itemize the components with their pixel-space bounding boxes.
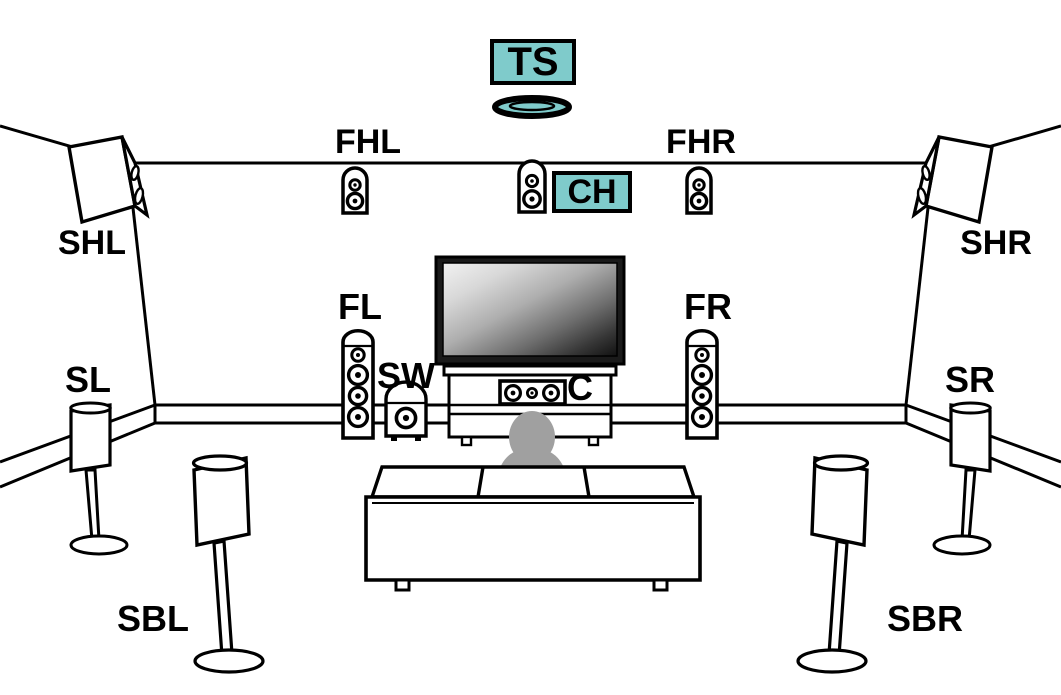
sl-cabinet-body bbox=[69, 403, 112, 473]
speaker-fhl bbox=[341, 166, 369, 215]
ch-label-text: CH bbox=[567, 173, 616, 211]
sbl-stand-pole bbox=[212, 539, 234, 658]
c-tweeter-center-dot bbox=[530, 391, 534, 395]
sofa-cushion-divider-right bbox=[582, 466, 591, 498]
sr-stand-base bbox=[932, 534, 992, 556]
sl-cabinet-top bbox=[69, 401, 112, 415]
shl-driver-top bbox=[130, 164, 140, 182]
cabinet-foot-right bbox=[587, 435, 600, 447]
shl-label: SHL bbox=[58, 224, 126, 262]
fr-driver-2-dot bbox=[699, 372, 705, 378]
speaker-fl bbox=[341, 329, 375, 440]
sw-driver-dot bbox=[402, 414, 410, 422]
ch-tweeter-dot bbox=[530, 179, 534, 183]
shr-driver-bottom bbox=[916, 186, 928, 206]
sr-cabinet-top bbox=[949, 401, 992, 415]
shr-driver-top bbox=[921, 164, 931, 182]
person-head bbox=[509, 411, 555, 463]
sofa-foot-right bbox=[652, 578, 669, 592]
shl-driver-bottom bbox=[133, 186, 145, 206]
sofa-body bbox=[364, 495, 702, 582]
sofa-foot-left bbox=[394, 578, 411, 592]
fl-driver-4-dot bbox=[355, 414, 361, 420]
sbr-stand-base bbox=[796, 648, 868, 674]
ts-label-text: TS bbox=[507, 40, 558, 84]
sl-label: SL bbox=[65, 359, 111, 400]
sl-stand-pole bbox=[84, 468, 101, 542]
speaker-sbr bbox=[796, 454, 870, 674]
sr-cabinet-body bbox=[949, 403, 992, 473]
fhl-label: FHL bbox=[335, 123, 401, 161]
fr-tweeter-dot bbox=[700, 353, 704, 357]
speaker-sbl bbox=[191, 454, 265, 674]
sbr-cabinet-top bbox=[812, 454, 870, 472]
fhl-tweeter-dot bbox=[353, 183, 357, 187]
television bbox=[434, 255, 626, 376]
ts-label-box bbox=[490, 39, 576, 85]
fl-driver-3-dot bbox=[355, 393, 361, 399]
ts-ceiling-speaker-inner bbox=[508, 100, 556, 112]
sbr-stand-pole bbox=[827, 539, 849, 658]
sw-foot-left bbox=[391, 436, 397, 441]
ch-woofer-dot bbox=[529, 196, 535, 202]
fhl-woofer-dot bbox=[352, 198, 358, 204]
sbl-label: SBL bbox=[117, 598, 189, 639]
sbr-label: SBR bbox=[887, 598, 963, 639]
ch-label-box bbox=[552, 171, 632, 213]
speaker-fr bbox=[685, 329, 719, 440]
sofa-cushion-divider-left bbox=[476, 466, 485, 498]
fhr-label: FHR bbox=[666, 123, 736, 161]
sbl-stand-base bbox=[193, 648, 265, 674]
fr-driver-3-dot bbox=[699, 393, 705, 399]
three-seat-sofa bbox=[364, 465, 702, 592]
fhr-woofer-dot bbox=[696, 198, 702, 204]
fhr-tweeter-dot bbox=[697, 183, 701, 187]
speaker-ch bbox=[517, 159, 547, 214]
speaker-ts bbox=[492, 95, 572, 119]
tv-screen bbox=[442, 262, 618, 357]
sr-stand-pole bbox=[960, 468, 977, 542]
shr-label: SHR bbox=[960, 224, 1032, 262]
sw-label: SW bbox=[377, 355, 435, 396]
fr-driver-4-dot bbox=[699, 414, 705, 420]
c-woofer-left-dot bbox=[510, 390, 516, 396]
sofa-backrest bbox=[369, 465, 697, 499]
sw-foot-right bbox=[415, 436, 421, 441]
sbl-cabinet-top bbox=[191, 454, 249, 472]
label-ch-highlight-box: CH bbox=[552, 171, 632, 213]
fl-driver-2-dot bbox=[355, 372, 361, 378]
sr-label: SR bbox=[945, 359, 995, 400]
sl-stand-base bbox=[69, 534, 129, 556]
fl-tweeter-dot bbox=[356, 353, 360, 357]
speaker-c bbox=[498, 379, 567, 406]
c-label: C bbox=[567, 367, 593, 408]
speaker-sw bbox=[384, 380, 428, 441]
speaker-fhr bbox=[685, 166, 713, 215]
c-woofer-right-dot bbox=[548, 390, 554, 396]
fl-label: FL bbox=[338, 286, 382, 327]
speaker-sr bbox=[932, 401, 992, 556]
speaker-shl bbox=[67, 135, 150, 225]
label-ts-highlight-box: TS bbox=[490, 39, 576, 85]
fr-label: FR bbox=[684, 286, 732, 327]
speaker-sl bbox=[69, 401, 129, 556]
speaker-shr bbox=[911, 135, 994, 225]
cabinet-foot-left bbox=[460, 435, 473, 447]
